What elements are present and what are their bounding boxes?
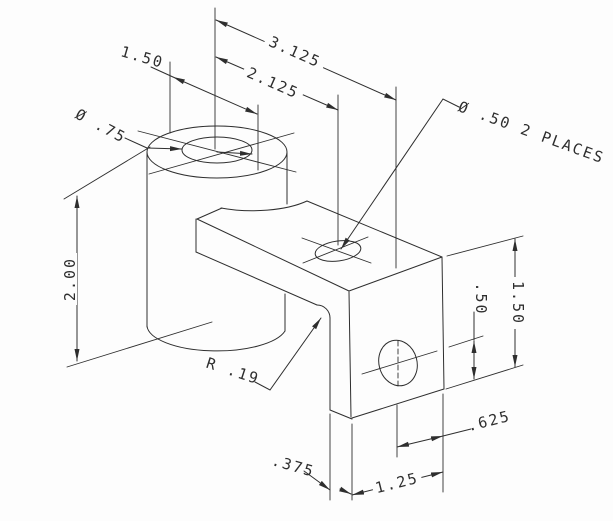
dim-top-hole-position-label: 2.125 [244,64,302,103]
dim-side-hole-offset: .50 [471,282,490,380]
dim-fillet-radius: R .19 [204,317,322,391]
dim-boss-height-label: 2.00 [61,257,79,301]
dim-side-hole-offset-label: .50 [472,282,490,315]
arm [195,200,443,319]
dim-plate-height: 1.50 [509,238,527,368]
note-thru-holes: Ø .50 2 PLACES [340,98,607,250]
dim-boss-diameter: 1.50 [119,42,258,115]
dim-plate-height-label: 1.50 [509,281,527,325]
note-thru-holes-label: Ø .50 2 PLACES [456,98,607,168]
dim-fillet-radius-label: R .19 [204,354,262,388]
dim-hole-to-edge-label: .625 [465,407,512,435]
dim-plate-width: 1.25 [351,469,444,497]
dim-boss-height: 2.00 [61,195,80,362]
dim-overall-length: 3.125 [215,19,397,101]
dim-plate-thickness: .375 [270,451,352,495]
boss-bore-hole [181,136,253,164]
side-hole [361,339,438,387]
base-plate [329,256,445,420]
dim-plate-width-label: 1.25 [373,469,420,497]
dim-plate-thickness-label: .375 [270,451,317,480]
fillet-edge [316,304,331,319]
dim-boss-bore-diameter-label: Ø .75 [72,105,129,147]
dim-boss-diameter-label: 1.50 [119,42,166,71]
top-hole [301,236,372,264]
dim-hole-to-edge: .625 [396,407,513,448]
dim-overall-length-label: 3.125 [266,33,324,72]
dim-boss-bore-diameter: Ø .75 [72,105,253,156]
cylinder-boss [137,125,308,352]
